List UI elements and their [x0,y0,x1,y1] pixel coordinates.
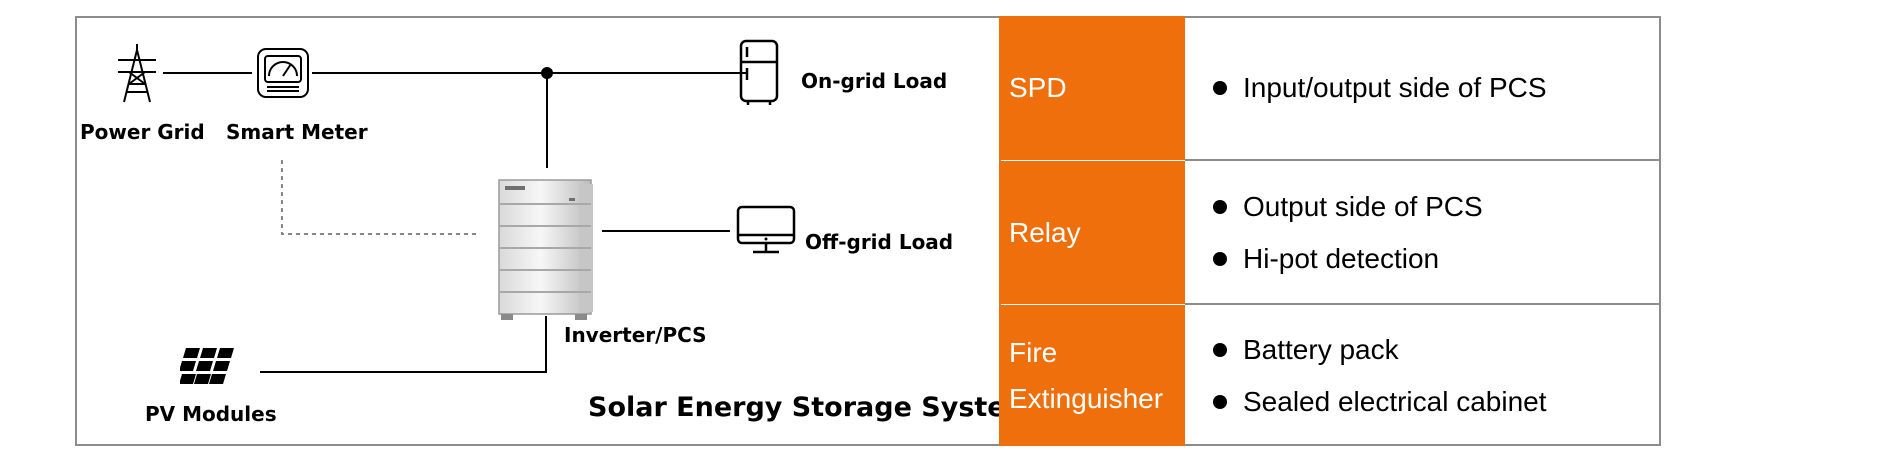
location-cell: Output side of PCS Hi-pot detection [1185,161,1661,304]
component-cell: SPD [999,16,1185,160]
power-tower-icon [118,44,156,103]
component-cell: Fire Extinguisher [999,305,1185,446]
list-item: Input/output side of PCS [1213,62,1661,114]
component-label: Fire [1009,336,1058,368]
component-label: SPD [1009,72,1067,103]
on-grid-load-label: On-grid Load [801,69,948,93]
solar-panel-icon [180,348,234,384]
diagram-connections [163,67,747,373]
table-row: SPD Input/output side of PCS [999,16,1661,160]
bullet-icon [1213,199,1227,214]
meter-comm-line [281,160,480,235]
list-item: Hi-pot detection [1213,233,1661,285]
location-text: Input/output side of PCS [1243,72,1547,103]
power-grid-label: Power Grid [80,120,205,144]
location-text: Hi-pot detection [1243,242,1440,274]
refrigerator-icon [739,39,779,105]
row-divider [1185,303,1661,305]
component-label: Extinguisher [1009,382,1164,414]
list-item: Sealed electrical cabinet [1213,376,1661,428]
list-item: Output side of PCS [1213,181,1661,233]
protection-table: SPD Input/output side of PCS Relay Outpu… [999,16,1661,446]
bullet-icon [1213,342,1227,357]
system-title: Solar Energy Storage System [588,392,1034,423]
system-diagram: Power Grid Smart Meter On-grid Load Off-… [75,16,1034,446]
smart-meter-label: Smart Meter [226,120,368,144]
monitor-icon [736,205,796,254]
component-cell: Relay [999,161,1185,304]
inverter-label: Inverter/PCS [564,323,707,347]
component-label: Relay [1009,216,1081,248]
bullet-icon [1213,394,1227,409]
location-text: Output side of PCS [1243,190,1483,222]
location-text: Sealed electrical cabinet [1243,385,1547,417]
pv-modules-label: PV Modules [145,402,277,426]
list-item: Battery pack [1213,324,1661,376]
off-grid-load-label: Off-grid Load [805,230,954,254]
bullet-icon [1213,81,1227,95]
bullet-icon [1213,251,1227,266]
table-row: Relay Output side of PCS Hi-pot detectio… [999,161,1661,304]
row-divider [1185,159,1661,161]
location-cell: Battery pack Sealed electrical cabinet [1185,305,1661,446]
location-cell: Input/output side of PCS [1185,16,1661,160]
smart-meter-icon [257,48,309,98]
location-text: Battery pack [1243,333,1399,365]
table-row: Fire Extinguisher Battery pack Sealed el… [999,305,1661,446]
inverter-cabinet-icon [498,179,593,320]
pv-line [260,316,547,373]
outer-frame [75,16,1661,446]
